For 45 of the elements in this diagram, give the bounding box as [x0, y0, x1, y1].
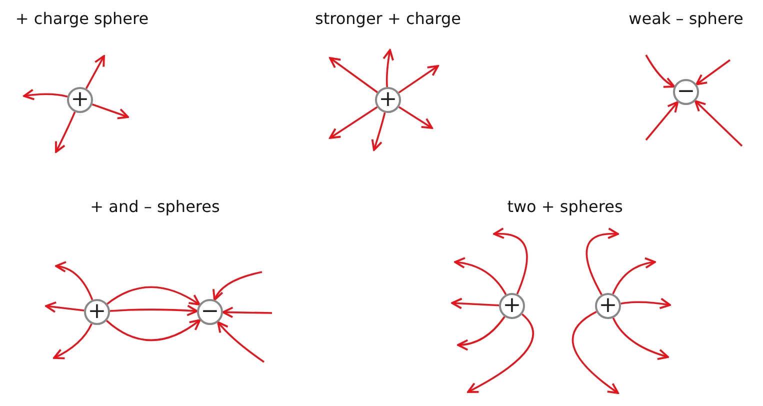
panel-title: stronger + charge	[315, 9, 461, 28]
field-line-arrow	[371, 112, 386, 151]
field-line-arrow	[213, 271, 262, 301]
field-line-arrow	[106, 319, 201, 342]
field-line-arrow	[493, 228, 528, 294]
field-line-arrow	[329, 57, 378, 94]
field-line-arrow	[454, 257, 507, 295]
field-line-arrow	[23, 88, 68, 100]
charged-sphere: +	[375, 87, 401, 113]
field-line-arrow	[398, 65, 439, 94]
field-line-arrow	[106, 286, 200, 306]
field-line-arrow	[696, 59, 731, 86]
field-line-arrow	[329, 106, 378, 139]
field-line-arrow	[55, 112, 76, 153]
panel-title: weak – sphere	[628, 9, 744, 28]
field-line-arrow	[645, 101, 679, 141]
field-line-arrow	[92, 104, 129, 120]
field-line-arrow	[572, 311, 619, 394]
panel-title: + and – spheres	[90, 197, 220, 216]
field-line-arrow	[612, 318, 669, 360]
field-line-arrow	[612, 258, 656, 294]
field-line-arrow	[457, 316, 506, 350]
field-line-arrow	[382, 49, 394, 88]
panel-title: + charge sphere	[15, 9, 149, 28]
field-line-arrow	[85, 55, 105, 90]
charged-sphere: +	[499, 293, 525, 319]
field-line-arrow	[110, 304, 198, 316]
field-line-arrow	[222, 306, 272, 318]
field-line-arrow	[398, 106, 433, 129]
field-line-arrow	[53, 323, 92, 360]
charged-sphere: −	[197, 299, 223, 325]
field-line-arrow	[645, 54, 676, 88]
field-line-arrow	[467, 314, 534, 393]
field-line-arrow	[620, 298, 671, 310]
charged-sphere: −	[673, 79, 699, 105]
charged-sphere: +	[84, 299, 110, 325]
field-line-arrow	[45, 301, 84, 313]
charged-sphere: +	[595, 293, 621, 319]
field-line-arrow	[55, 262, 94, 300]
field-line-arrow	[217, 321, 265, 363]
field-line-arrow	[451, 298, 500, 310]
field-line-arrow	[694, 100, 743, 147]
panel-title: two + spheres	[507, 197, 623, 216]
field-line-arrow	[586, 228, 619, 296]
charged-sphere: +	[67, 87, 93, 113]
